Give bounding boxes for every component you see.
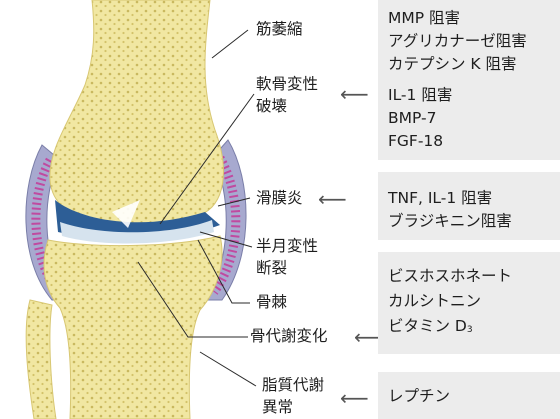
treatment-item: レプチン [388,386,450,406]
label-lipid-abnormal: 異常 [262,397,293,418]
label-synovitis: 滑膜炎 [256,188,303,209]
label-cartilage-degeneration: 軟骨変性 [256,74,318,95]
label-muscle-atrophy: 筋萎縮 [256,19,303,40]
treatment-item: IL-1 阻害 [388,85,452,105]
leader-lipid [200,352,256,386]
treatment-item: FGF-18 [388,131,443,151]
fibula [26,300,56,419]
treatment-item: TNF, IL-1 阻害 [388,188,492,208]
treatment-vitamin-text: ビタミン D [388,317,467,335]
tibia [44,236,222,419]
treatment-item: ブラジキニン阻害 [388,211,512,231]
treatment-item: カルシトニン [388,291,481,311]
arrow-left-icon: ⟵ [340,84,369,104]
treatment-item: ビスホスホネート [388,266,512,286]
leader-muscle [212,30,248,58]
treatment-item: BMP-7 [388,108,436,128]
treatment-item-vitamin-d3: ビタミン D3 [388,316,473,340]
arrow-left-icon: ⟵ [340,388,369,408]
treatment-vitamin-sub: 3 [467,325,473,335]
treatment-item: MMP 阻害 [388,8,460,28]
treatment-item: アグリカナーゼ阻害 [388,31,527,51]
label-osteophyte: 骨棘 [256,292,287,313]
label-lipid-metabolism: 脂質代謝 [262,375,324,396]
label-meniscus-degeneration: 半月変性 [256,236,318,257]
label-cartilage-destruction: 破壊 [256,96,287,117]
label-meniscus-tear: 断裂 [256,258,287,279]
treatment-item: カテプシン K 阻害 [388,54,517,74]
label-bone-metabolism: 骨代謝変化 [250,326,328,347]
femur [50,0,224,225]
arrow-left-icon: ⟵ [318,189,347,209]
